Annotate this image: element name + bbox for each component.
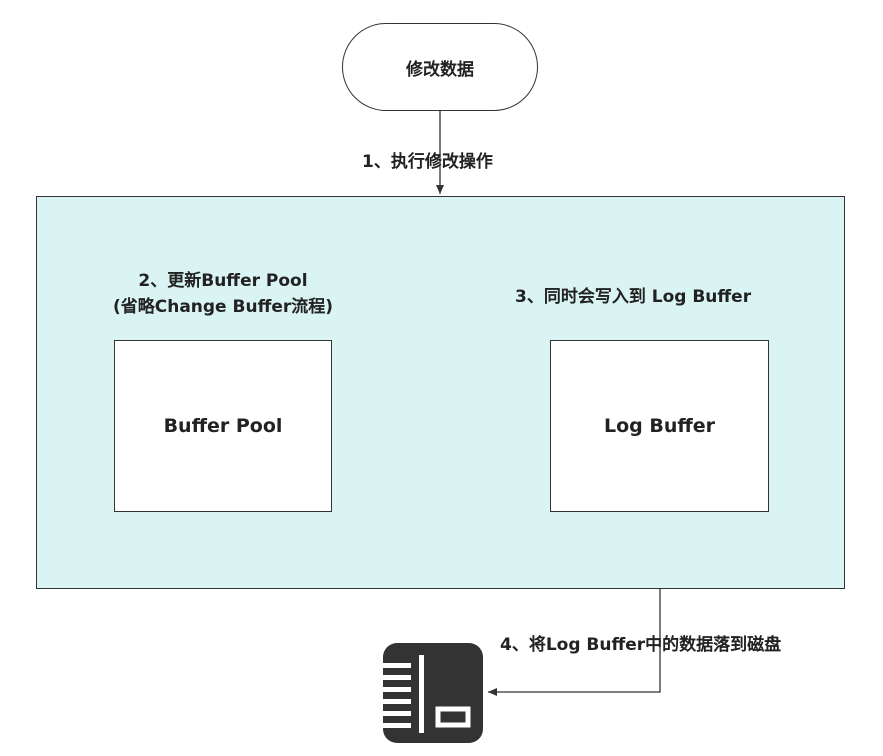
- buffer-pool-label: Buffer Pool: [163, 415, 283, 437]
- log-buffer-box: Log Buffer: [550, 340, 769, 512]
- start-node-modify-data: 修改数据: [342, 23, 538, 111]
- step3-label: 3、同时会写入到 Log Buffer: [515, 287, 752, 307]
- step4-label: 4、将Log Buffer中的数据落到磁盘: [500, 635, 782, 655]
- step2-label-line2: (省略Change Buffer流程): [112, 297, 334, 317]
- log-buffer-label: Log Buffer: [603, 415, 716, 437]
- step1-label: 1、执行修改操作: [362, 152, 493, 172]
- buffer-pool-box: Buffer Pool: [114, 340, 332, 512]
- step2-label: 2、更新Buffer Pool (省略Change Buffer流程): [100, 268, 346, 320]
- step2-label-line1: 2、更新Buffer Pool: [138, 271, 308, 291]
- disk-icon: [383, 643, 483, 743]
- start-node-label: 修改数据: [406, 59, 474, 80]
